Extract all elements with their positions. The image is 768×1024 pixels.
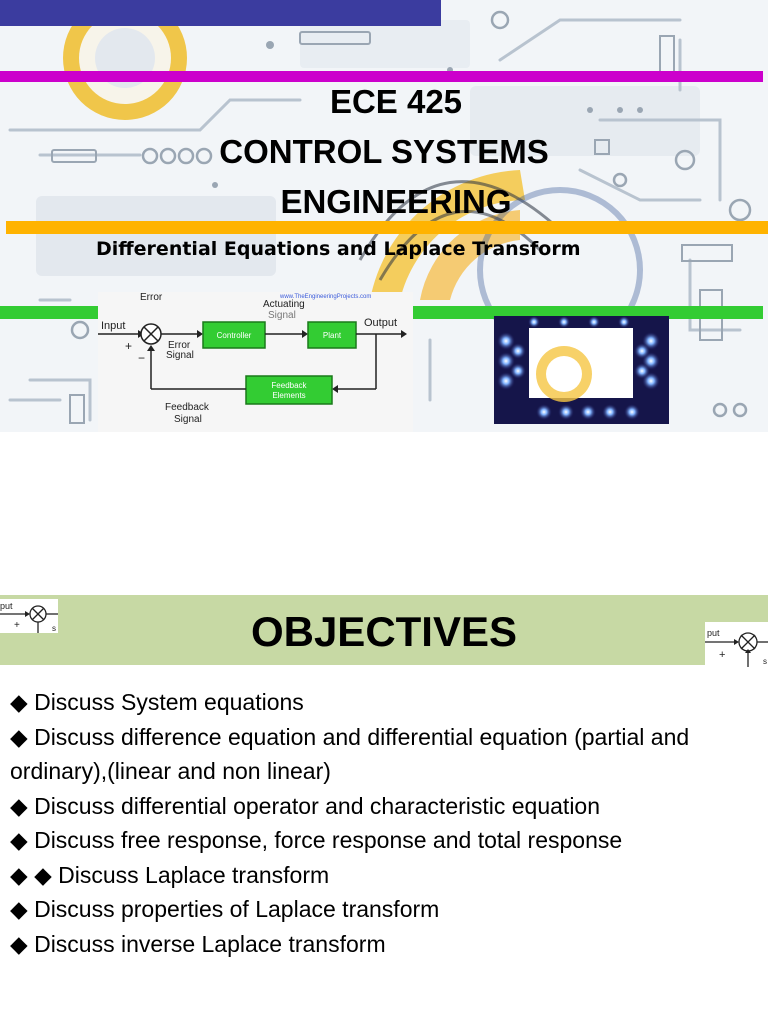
yellow-bar: [6, 221, 768, 234]
objectives-title: OBJECTIVES: [250, 608, 518, 655]
title-slide: ECE 425 CONTROL SYSTEMS ENGINEERING Diff…: [0, 0, 768, 432]
diagram-output-label: Output: [364, 317, 397, 329]
feedback-control-block-diagram: Error Actuating Signal www.TheEngineerin…: [98, 292, 413, 432]
plant-block: [307, 321, 357, 349]
course-title-line1: CONTROL SYSTEMS: [219, 133, 549, 170]
diagram-feedback-signal-2: Signal: [174, 414, 202, 425]
objective-item: ◆ ◆ Discuss Laplace transform: [10, 861, 330, 888]
diagram-error-signal-2: Signal: [166, 350, 194, 361]
magenta-bar: [0, 71, 763, 82]
course-title-line2: ENGINEERING: [280, 183, 512, 220]
summing-junction-thumbnail-left: put + s: [0, 599, 58, 633]
summing-junction-thumbnail-right: put + s: [705, 622, 768, 667]
diagram-minus-sign: −: [138, 351, 145, 365]
objectives-list: ◆ Discuss System equations ◆ Discuss dif…: [10, 685, 760, 961]
thumb-left-put: put: [0, 601, 13, 611]
objectives-slide: OBJECTIVES put + s put + s: [0, 593, 768, 1024]
objective-item: ◆ Discuss differential operator and char…: [10, 792, 601, 819]
thumb-right-s: s: [763, 657, 767, 666]
thumb-right-plus: +: [719, 649, 725, 661]
objective-item: ◆ Discuss properties of Laplace transfor…: [10, 896, 440, 922]
feedback-label-2: Elements: [272, 391, 305, 400]
diagram-feedback-signal-1: Feedback: [165, 402, 210, 413]
objective-item: ◆ Discuss System equations: [10, 689, 304, 715]
objectives-header-band: OBJECTIVES put + s put + s: [0, 595, 768, 667]
objective-item: ◆ Discuss difference equation and differ…: [10, 723, 690, 785]
top-navy-bar: [0, 0, 441, 26]
objective-item: ◆ Discuss free response, force response …: [10, 827, 623, 853]
diagram-actuating-signal: Signal: [268, 310, 296, 321]
diagram-error-signal-1: Error: [168, 340, 191, 351]
controller-label: Controller: [217, 331, 252, 340]
diagram-error-label: Error: [140, 292, 163, 303]
diagram-actuating-label: Actuating: [263, 299, 305, 310]
feedback-label-1: Feedback: [271, 381, 307, 390]
objective-item: ◆ Discuss inverse Laplace transform: [10, 930, 386, 957]
diagram-plus-sign: +: [125, 339, 132, 353]
thumb-left-plus: +: [14, 620, 20, 631]
lecture-subtitle: Differential Equations and Laplace Trans…: [96, 238, 581, 260]
diagram-watermark: www.TheEngineeringProjects.com: [279, 294, 371, 300]
thumb-left-s: s: [52, 624, 56, 633]
stage-lights-frame-image: [494, 316, 669, 424]
course-code: ECE 425: [329, 83, 463, 120]
controller-block: [202, 321, 266, 349]
plant-label: Plant: [323, 331, 342, 340]
feedback-block: [245, 375, 333, 405]
diagram-input-label: Input: [101, 320, 125, 332]
thumb-right-put: put: [707, 628, 720, 638]
